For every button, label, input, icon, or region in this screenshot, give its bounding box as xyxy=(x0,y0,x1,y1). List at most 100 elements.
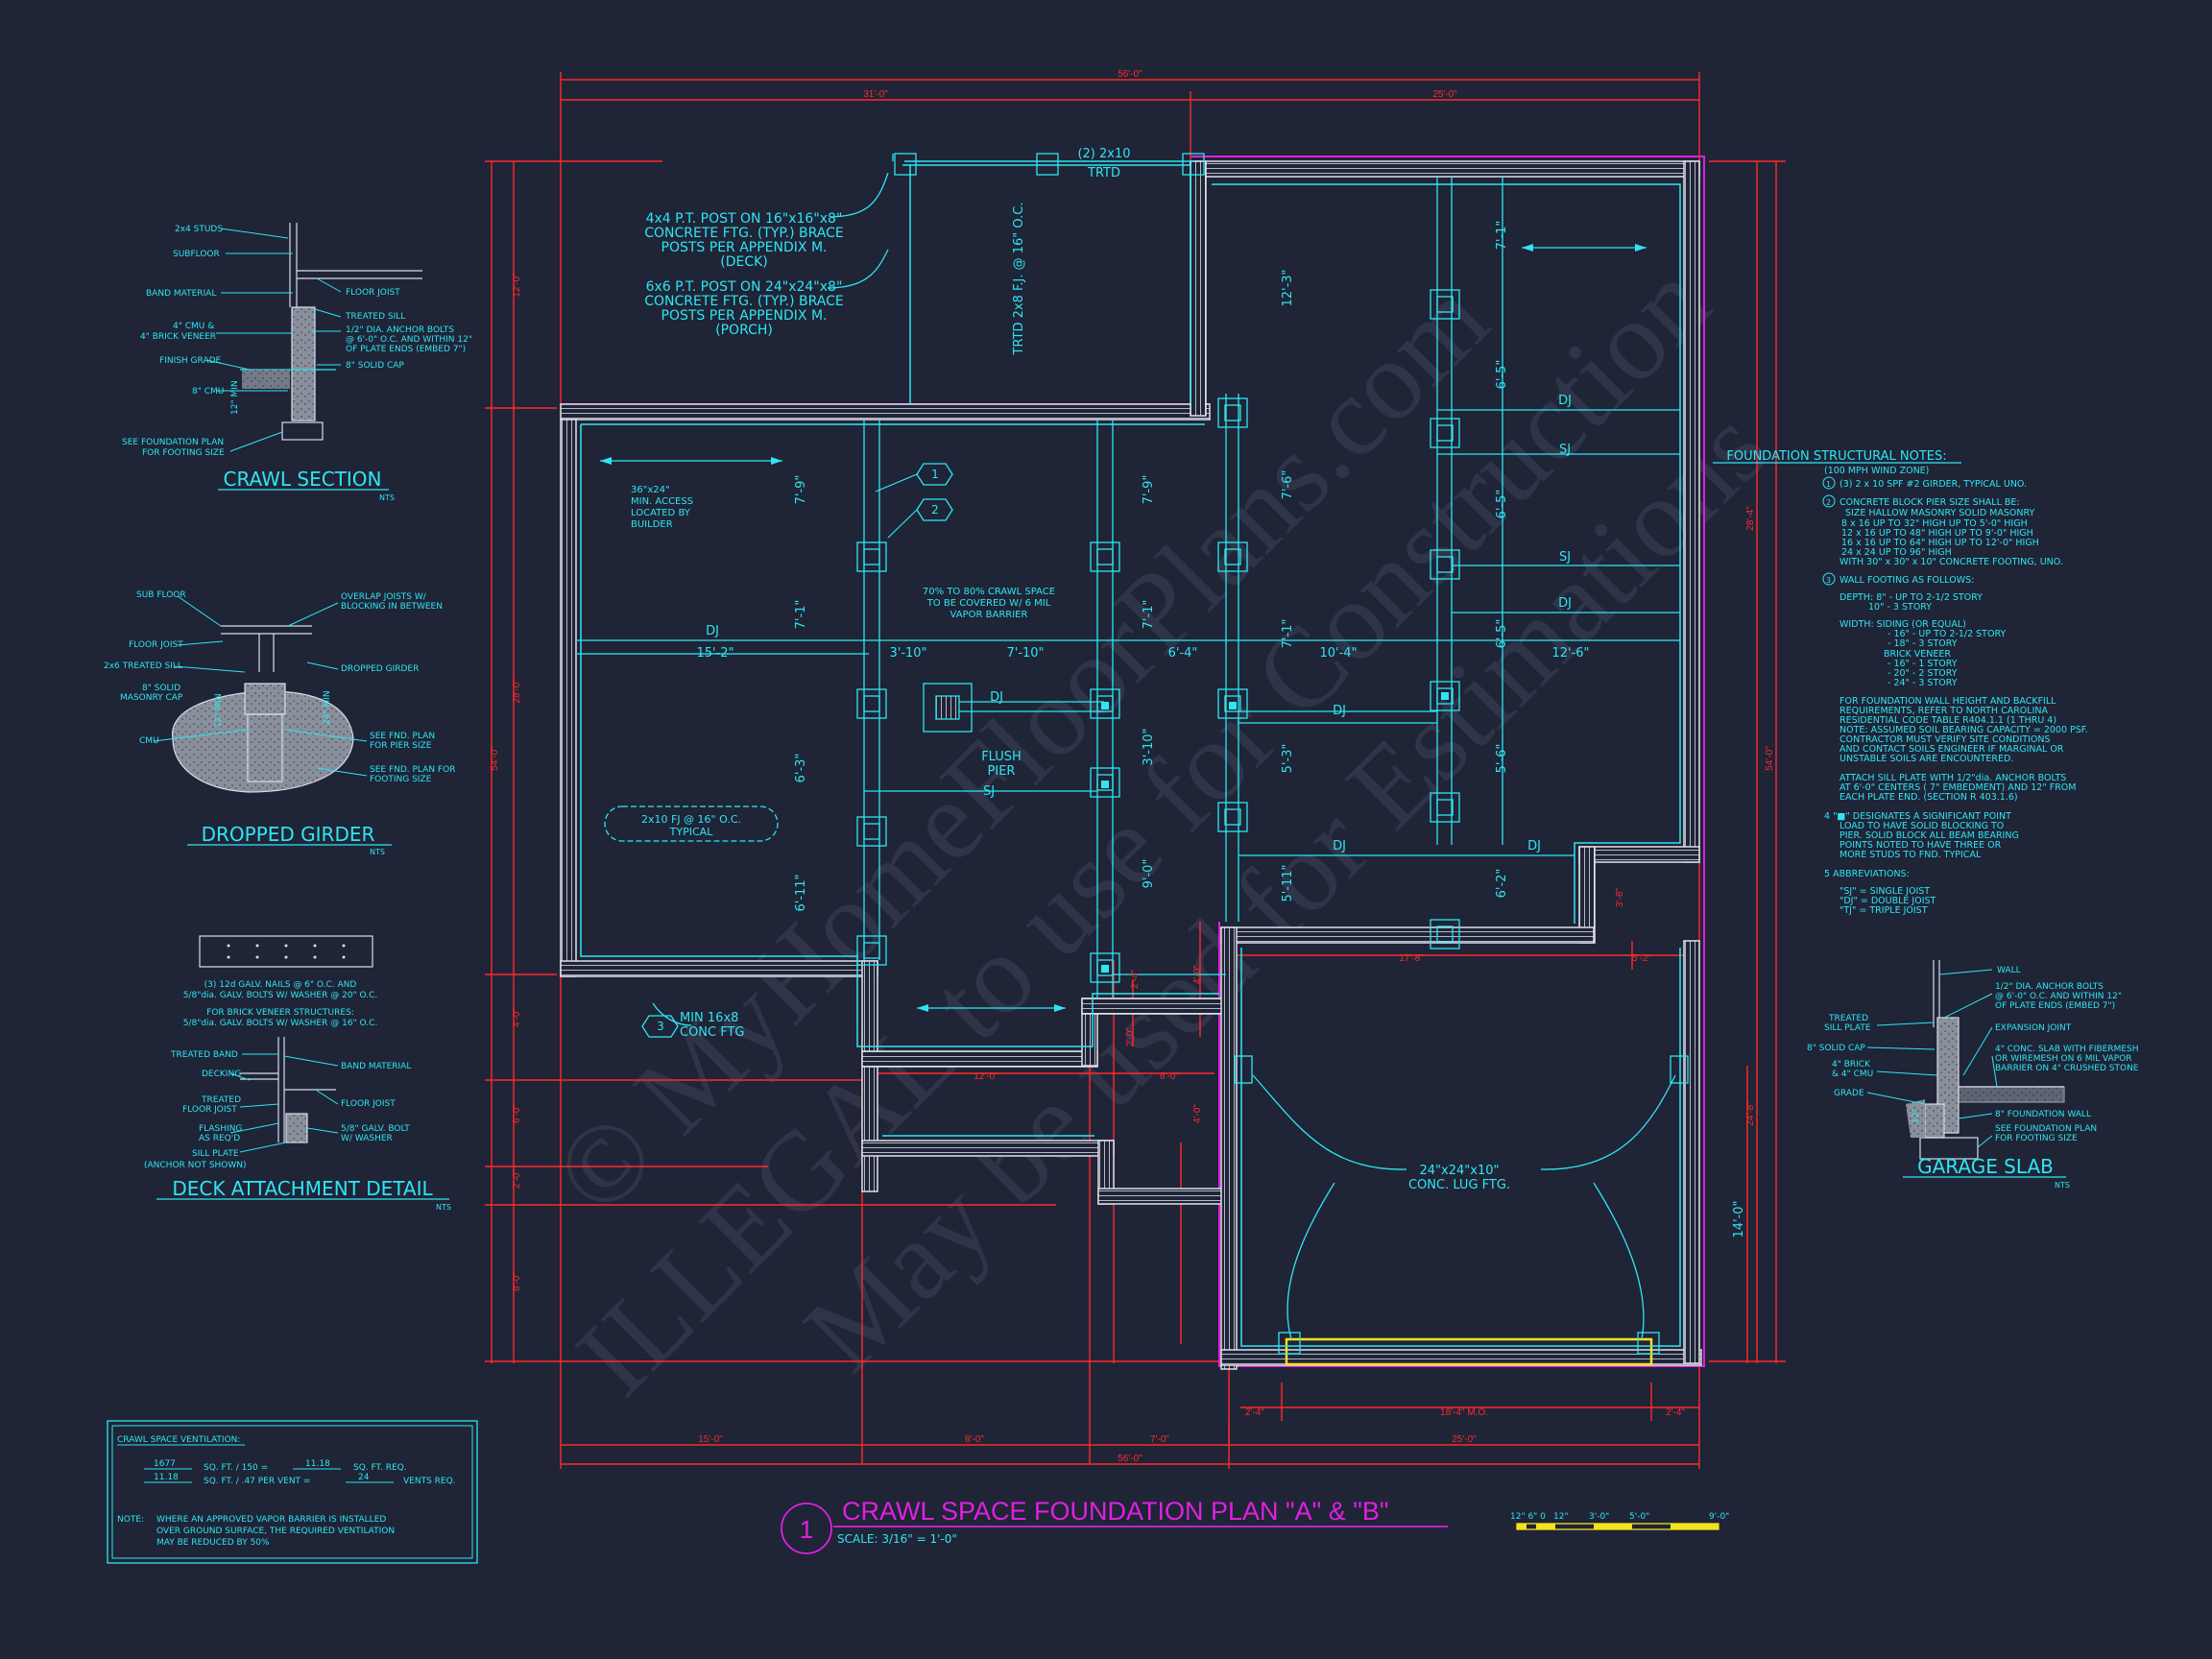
svg-text:AT 6'-0" CENTERS ( 7" EMBEDMEN: AT 6'-0" CENTERS ( 7" EMBEDMENT) AND 12"… xyxy=(1839,782,2077,793)
svg-text:2'-4": 2'-4" xyxy=(1245,1407,1264,1418)
svg-text:FOR PIER SIZE: FOR PIER SIZE xyxy=(370,741,432,751)
title-number-bubble xyxy=(781,1503,832,1554)
svg-text:DJ: DJ xyxy=(1333,839,1346,854)
svg-text:8" FOUNDATION WALL: 8" FOUNDATION WALL xyxy=(1995,1110,2091,1119)
svg-text:8'-0": 8'-0" xyxy=(1160,1071,1179,1082)
scale-bar: 12" 6" 0 12" 3'-0" 5'-0" 9'-0" xyxy=(1510,1512,1729,1530)
svg-text:- 16" - UP TO 2-1/2 STORY: - 16" - UP TO 2-1/2 STORY xyxy=(1887,629,2006,639)
svg-text:POSTS PER APPENDIX M.: POSTS PER APPENDIX M. xyxy=(661,308,828,324)
svg-text:(3) 12d GALV. NAILS @ 6" O.C.: (3) 12d GALV. NAILS @ 6" O.C. AND xyxy=(204,980,357,990)
svg-text:FLUSH: FLUSH xyxy=(981,750,1022,764)
svg-text:SJ: SJ xyxy=(983,784,995,799)
svg-text:CONCRETE FTG. (TYP.) BRACE: CONCRETE FTG. (TYP.) BRACE xyxy=(644,294,843,309)
svg-text:4" CONC. SLAB WITH FIBERMESH: 4" CONC. SLAB WITH FIBERMESH xyxy=(1995,1045,2139,1054)
svg-text:"DJ" = DOUBLE JOIST: "DJ" = DOUBLE JOIST xyxy=(1839,896,1936,906)
svg-text:SJ: SJ xyxy=(1559,443,1571,457)
pier-solid-points xyxy=(1101,692,1449,973)
svg-text:WHERE AN APPROVED VAPOR BARRIE: WHERE AN APPROVED VAPOR BARRIER IS INSTA… xyxy=(156,1515,386,1525)
svg-text:70% TO 80% CRAWL SPACE: 70% TO 80% CRAWL SPACE xyxy=(923,587,1055,597)
deck-detail-title: DECK ATTACHMENT DETAIL xyxy=(172,1177,433,1200)
svg-text:11.18: 11.18 xyxy=(154,1473,179,1482)
svg-text:@ 6'-0" O.C. AND WITHIN 12": @ 6'-0" O.C. AND WITHIN 12" xyxy=(1995,992,2122,1001)
svg-text:SQ. FT. / 150 =: SQ. FT. / 150 = xyxy=(204,1463,268,1473)
svg-text:AND CONTACT SOILS ENGINEER IF: AND CONTACT SOILS ENGINEER IF MARGINAL O… xyxy=(1839,744,2064,755)
svg-text:14'-0": 14'-0" xyxy=(1732,1200,1746,1238)
svg-text:1/2" DIA. ANCHOR BOLTS: 1/2" DIA. ANCHOR BOLTS xyxy=(346,325,454,335)
svg-text:8'-0": 8'-0" xyxy=(512,1272,522,1291)
svg-text:TREATED: TREATED xyxy=(1828,1014,1868,1023)
svg-text:3: 3 xyxy=(657,1020,664,1033)
svg-text:BLOCKING IN BETWEEN: BLOCKING IN BETWEEN xyxy=(341,602,443,612)
svg-text:OVER GROUND SURFACE, THE REQUI: OVER GROUND SURFACE, THE REQUIRED VENTIL… xyxy=(156,1527,395,1536)
svg-text:1: 1 xyxy=(931,468,939,481)
crawl-section-detail: 2x4 STUDS SUBFLOOR BAND MATERIAL 4" CMU … xyxy=(122,223,472,502)
svg-text:7'-1": 7'-1" xyxy=(1281,619,1295,649)
svg-text:WIDTH: SIDING (OR EQUAL): WIDTH: SIDING (OR EQUAL) xyxy=(1839,619,1966,630)
svg-text:"TJ" = TRIPLE JOIST: "TJ" = TRIPLE JOIST xyxy=(1839,905,1928,916)
svg-text:8'-0": 8'-0" xyxy=(965,1434,984,1445)
svg-text:DECKING: DECKING xyxy=(202,1070,241,1079)
ventilation-box: CRAWL SPACE VENTILATION: 1677 SQ. FT. / … xyxy=(107,1420,478,1564)
svg-text:NOTE:: NOTE: xyxy=(117,1515,144,1525)
dropped-girder-detail: SUB FLOOR FLOOR JOIST 2x6 TREATED SILL 8… xyxy=(104,590,455,856)
svg-text:24 x 24 UP TO 96" HIGH: 24 x 24 UP TO 96" HIGH xyxy=(1841,547,1952,558)
svg-text:TRTD: TRTD xyxy=(1087,166,1120,180)
svg-text:BUILDER: BUILDER xyxy=(631,519,673,530)
svg-text:FOR FOOTING SIZE: FOR FOOTING SIZE xyxy=(1995,1134,2078,1143)
svg-text:6'-2": 6'-2" xyxy=(1495,869,1509,899)
svg-text:EXPANSION JOINT: EXPANSION JOINT xyxy=(1995,1023,2072,1033)
svg-text:5 ABBREVIATIONS:: 5 ABBREVIATIONS: xyxy=(1824,869,1910,879)
svg-text:4'-0": 4'-0" xyxy=(512,1008,522,1027)
svg-text:12" MIN: 12" MIN xyxy=(230,380,240,415)
svg-text:12": 12" xyxy=(1553,1512,1569,1522)
svg-text:1: 1 xyxy=(1826,480,1831,489)
svg-text:NTS: NTS xyxy=(436,1203,451,1212)
svg-text:NOTE: ASSUMED SOIL BEARING CAP: NOTE: ASSUMED SOIL BEARING CAPACITY = 20… xyxy=(1839,725,2088,735)
svg-text:2x6 TREATED SILL: 2x6 TREATED SILL xyxy=(104,661,182,671)
svg-text:5/8" GALV. BOLT: 5/8" GALV. BOLT xyxy=(341,1124,410,1134)
svg-text:& 4" CMU: & 4" CMU xyxy=(1832,1070,1873,1079)
svg-text:PIER: PIER xyxy=(988,764,1016,779)
svg-text:CMU: CMU xyxy=(139,736,159,746)
lug-footing-leaders xyxy=(652,172,1676,1340)
svg-text:DEPTH: 8" - UP TO 2-1/2 STORY: DEPTH: 8" - UP TO 2-1/2 STORY xyxy=(1839,592,1983,603)
svg-text:FLOOR JOIST: FLOOR JOIST xyxy=(129,640,183,650)
svg-text:LOAD TO HAVE SOLID BLOCKING TO: LOAD TO HAVE SOLID BLOCKING TO xyxy=(1839,821,2004,831)
svg-text:6'-3": 6'-3" xyxy=(794,754,808,783)
svg-text:MORE STUDS TO FND. TYPICAL: MORE STUDS TO FND. TYPICAL xyxy=(1839,850,1982,860)
svg-text:25'-0": 25'-0" xyxy=(1432,89,1457,100)
svg-text:2'-0": 2'-0" xyxy=(1125,1027,1136,1046)
svg-text:DJ: DJ xyxy=(1558,394,1572,408)
svg-text:WALL: WALL xyxy=(1997,966,2021,975)
garage-slab-detail: WALL 1/2" DIA. ANCHOR BOLTS @ 6'-0" O.C.… xyxy=(1807,960,2139,1190)
svg-text:3'-8": 3'-8" xyxy=(1615,888,1625,907)
svg-text:TREATED SILL: TREATED SILL xyxy=(345,312,405,322)
svg-text:3'-10": 3'-10" xyxy=(1142,728,1156,765)
svg-text:MAY BE REDUCED BY 50%: MAY BE REDUCED BY 50% xyxy=(156,1538,270,1548)
svg-text:DJ: DJ xyxy=(990,690,1003,705)
svg-text:56'-0": 56'-0" xyxy=(1118,69,1142,80)
svg-text:24" MIN: 24" MIN xyxy=(323,690,332,725)
svg-text:LOCATED BY: LOCATED BY xyxy=(631,508,691,518)
svg-text:MIN 16x8: MIN 16x8 xyxy=(680,1011,738,1025)
svg-text:OR WIREMESH ON 6 MIL VAPOR: OR WIREMESH ON 6 MIL VAPOR xyxy=(1995,1054,2132,1064)
svg-text:CONTRACTOR MUST VERIFY SITE CO: CONTRACTOR MUST VERIFY SITE CONDITIONS xyxy=(1839,734,2051,745)
drawing-title: 1 CRAWL SPACE FOUNDATION PLAN "A" & "B" … xyxy=(781,1497,1448,1554)
svg-text:SQ. FT. REQ.: SQ. FT. REQ. xyxy=(353,1463,407,1473)
svg-text:4" BRICK: 4" BRICK xyxy=(1832,1060,1871,1070)
svg-text:SJ: SJ xyxy=(1559,550,1571,565)
svg-text:- 20" - 2 STORY: - 20" - 2 STORY xyxy=(1887,668,1958,679)
svg-text:6'-11": 6'-11" xyxy=(794,874,808,911)
svg-text:AS REQ'D: AS REQ'D xyxy=(199,1134,240,1143)
svg-text:2x10 FJ @ 16" O.C.: 2x10 FJ @ 16" O.C. xyxy=(641,813,741,826)
svg-text:9'-0": 9'-0" xyxy=(1709,1512,1729,1522)
svg-text:MIN. ACCESS: MIN. ACCESS xyxy=(631,496,693,507)
svg-text:4'-0": 4'-0" xyxy=(1192,1104,1203,1123)
svg-text:RESIDENTIAL CODE TABLE R404.1.: RESIDENTIAL CODE TABLE R404.1.1 (1 THRU … xyxy=(1839,715,2056,726)
svg-text:BAND MATERIAL: BAND MATERIAL xyxy=(146,289,216,299)
svg-text:VENTS REQ.: VENTS REQ. xyxy=(403,1477,456,1486)
svg-text:10" - 3 STORY: 10" - 3 STORY xyxy=(1868,602,1932,613)
svg-text:"SJ" = SINGLE JOIST: "SJ" = SINGLE JOIST xyxy=(1839,886,1930,897)
svg-text:NTS: NTS xyxy=(379,493,395,502)
svg-text:TO BE COVERED W/ 6 MIL: TO BE COVERED W/ 6 MIL xyxy=(926,598,1051,609)
